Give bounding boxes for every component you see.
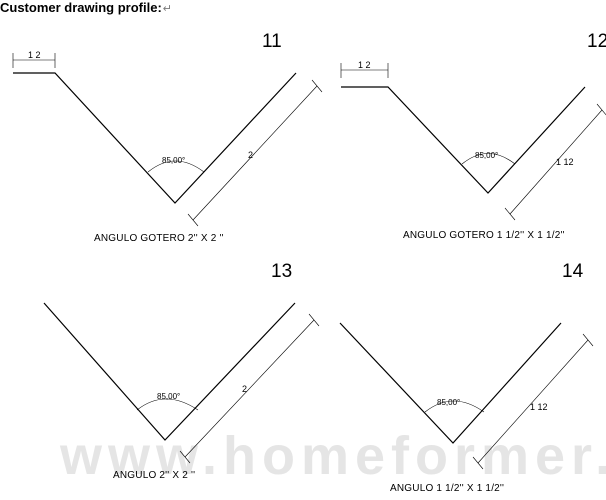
profile-13-angle-label: 85,00° bbox=[157, 392, 180, 401]
profile-12-flange-label: 1 2 bbox=[358, 60, 371, 70]
profile-12-caption: ANGULO GOTERO 1 1/2'' X 1 1/2'' bbox=[403, 230, 565, 241]
profile-12-angle-arc bbox=[461, 153, 516, 165]
profile-14-caption: ANGULO 1 1/2'' X 1 1/2'' bbox=[390, 483, 504, 494]
profile-11-angle-arc bbox=[147, 160, 205, 173]
profile-13 bbox=[43, 302, 320, 464]
profile-11-length-label: 2 bbox=[248, 150, 253, 160]
profile-14-length-label: 1 12 bbox=[530, 402, 548, 412]
profile-14-angle-arc bbox=[424, 400, 485, 413]
profile-14-angle-label: 85,00° bbox=[437, 398, 460, 407]
profile-14 bbox=[339, 322, 594, 470]
profile-12-length-dim-line bbox=[509, 109, 603, 215]
profile-12 bbox=[340, 63, 606, 221]
profile-14-length-dim-line bbox=[477, 339, 589, 464]
profile-12-angle-label: 85,00° bbox=[475, 151, 498, 160]
profile-11-length-dim-line bbox=[192, 85, 318, 221]
profile-11-caption: ANGULO GOTERO 2'' X 2 '' bbox=[94, 233, 224, 244]
profile-14-number: 14 bbox=[562, 261, 584, 282]
profile-13-length-dim-line bbox=[184, 319, 315, 458]
profile-13-angle-arc bbox=[136, 398, 199, 411]
title-text: Customer drawing profile: bbox=[0, 0, 162, 15]
profile-13-length-label: 2 bbox=[242, 384, 247, 394]
profile-11 bbox=[12, 53, 323, 227]
page-title: Customer drawing profile:↵ bbox=[0, 0, 172, 15]
profile-13-number: 13 bbox=[271, 261, 292, 282]
profile-12-length-label: 1 12 bbox=[556, 157, 574, 167]
profile-13-caption: ANGULO 2'' X 2 '' bbox=[113, 470, 195, 481]
profile-11-outline bbox=[13, 72, 297, 204]
return-mark-icon: ↵ bbox=[162, 3, 173, 15]
profile-11-number: 11 bbox=[262, 31, 282, 52]
profile-13-outline bbox=[43, 302, 296, 441]
profile-14-outline bbox=[339, 322, 562, 444]
watermark: www.homeformer.com bbox=[60, 426, 606, 486]
profile-11-flange-label: 1 2 bbox=[28, 50, 41, 60]
profile-12-number: 12 bbox=[587, 31, 606, 52]
profile-12-outline bbox=[341, 86, 586, 194]
profile-11-angle-label: 85,00° bbox=[162, 156, 185, 165]
